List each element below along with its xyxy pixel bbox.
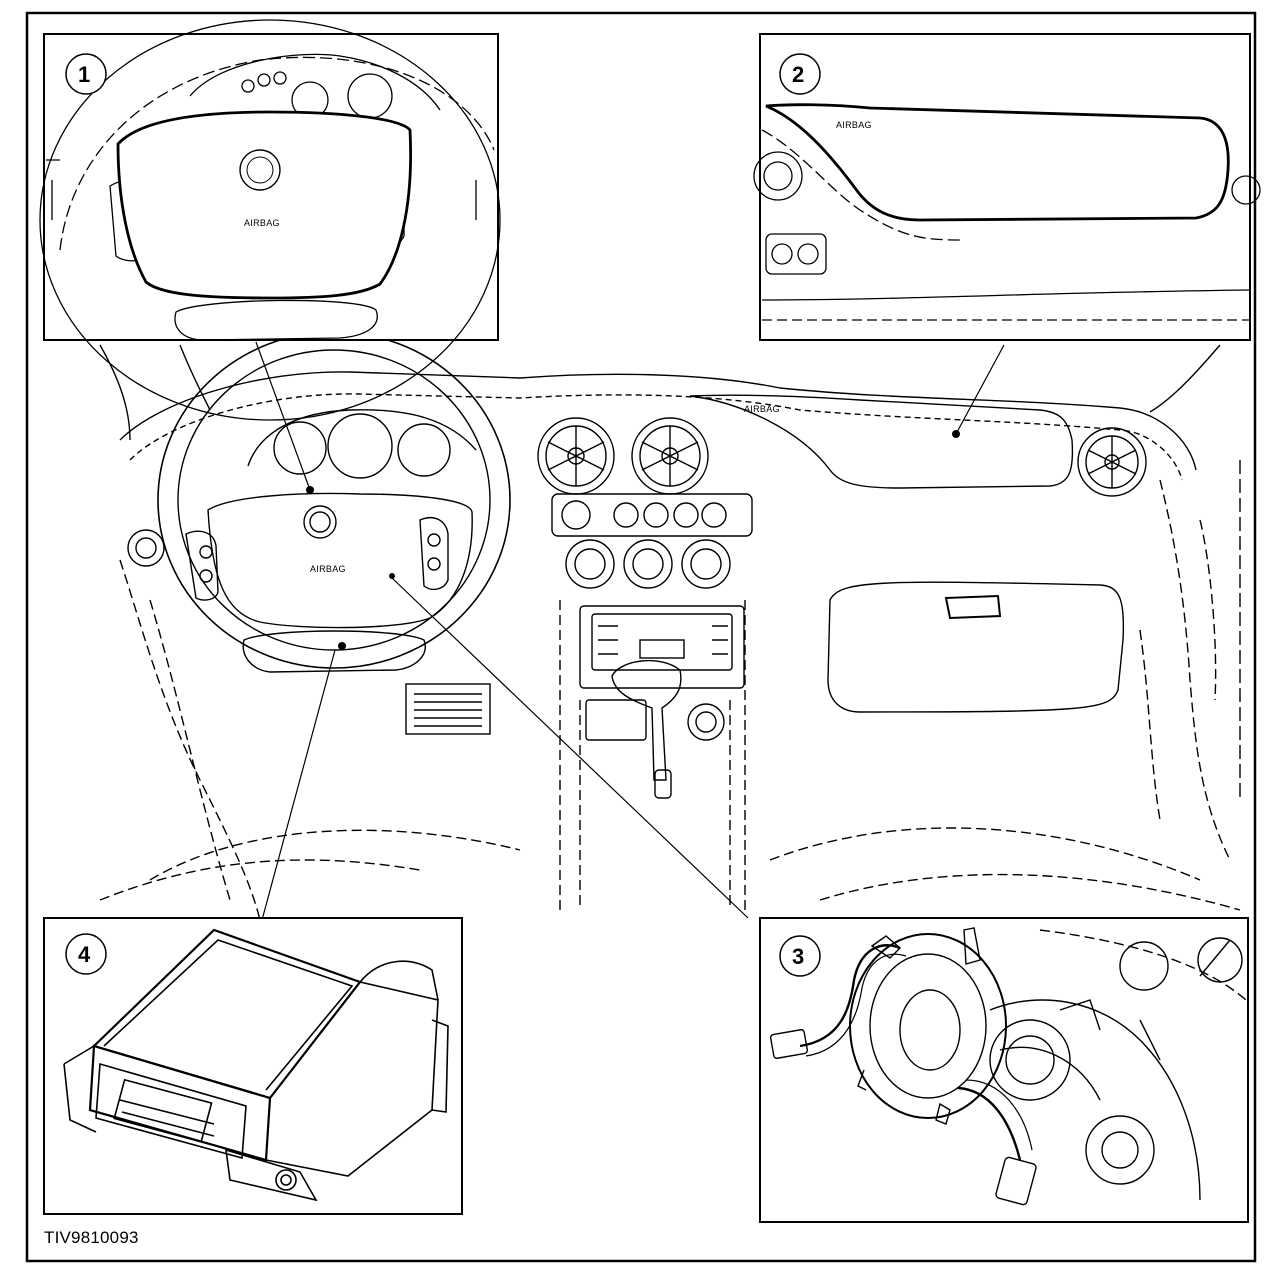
inset-clockspring: 3 <box>759 917 1249 1223</box>
callout-1: 1 <box>78 62 90 87</box>
figure-reference-code: TIV9810093 <box>44 1228 139 1247</box>
center-vent-right <box>631 417 709 495</box>
callout-4: 4 <box>78 942 91 967</box>
passenger-inset-airbag-label: AIRBAG <box>836 120 872 130</box>
leader-lines <box>255 341 1005 921</box>
location-markers <box>306 430 960 650</box>
inset-passenger-airbag: AIRBAG 2 <box>753 33 1261 341</box>
callout-3: 3 <box>792 944 804 969</box>
dashboard-overview <box>99 331 1241 921</box>
callout-2: 2 <box>792 62 804 87</box>
inset-control-module: 4 <box>43 917 463 1215</box>
inset-driver-airbag: AIRBAG 1 <box>39 19 501 421</box>
driver-main-airbag-label: AIRBAG <box>310 564 346 574</box>
driver-inset-airbag-label: AIRBAG <box>244 218 280 228</box>
passenger-vent <box>1077 427 1147 497</box>
passenger-main-airbag-label: AIRBAG <box>744 404 780 414</box>
